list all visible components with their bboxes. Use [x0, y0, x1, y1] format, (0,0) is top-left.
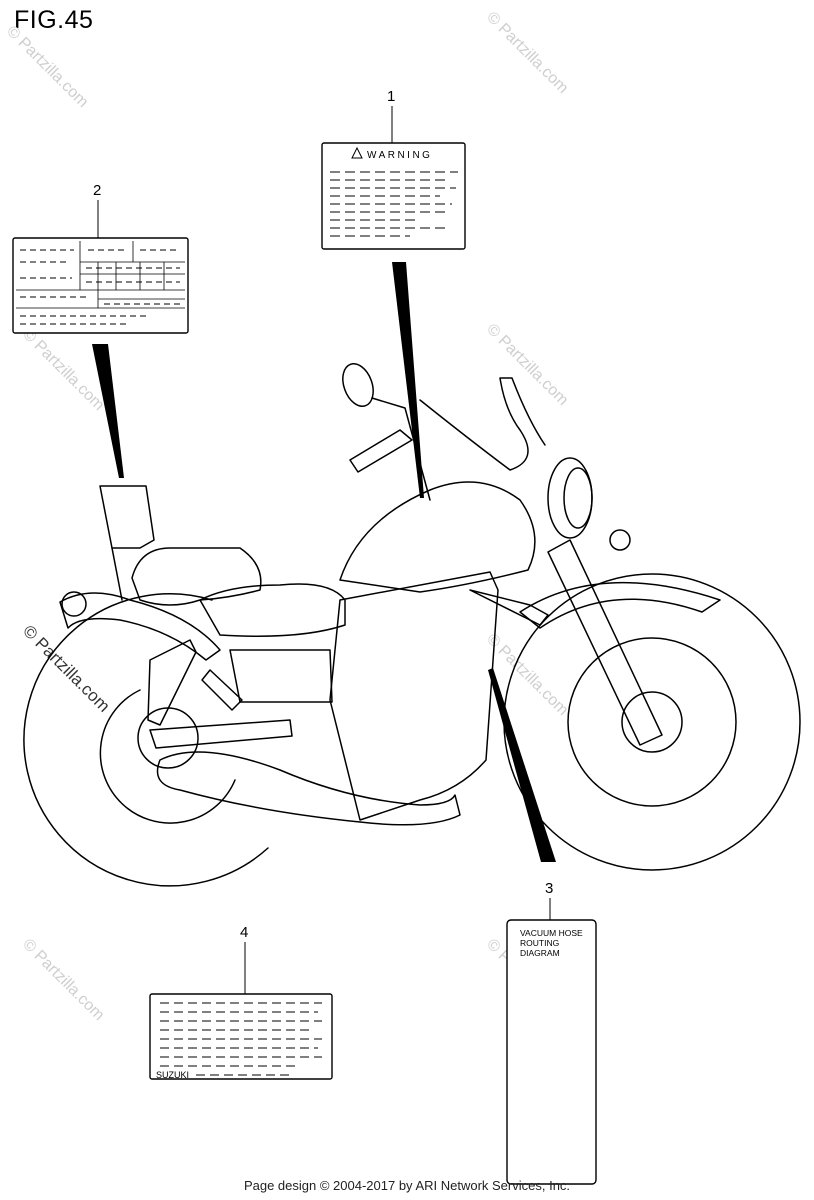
- watermark-group: © Partzilla.com © Partzilla.com © Partzi…: [3, 9, 571, 1024]
- vacuum-hose-label: VACUUM HOSE ROUTING DIAGRAM: [506, 919, 597, 1185]
- front-fork: [547, 539, 663, 746]
- pointer-label-2: [92, 344, 124, 478]
- suzuki-brand-text: SUZUKI: [156, 1070, 189, 1080]
- vacuum-hose-line-2: ROUTING: [520, 938, 559, 948]
- rear-rim: [99, 689, 236, 824]
- headlight: [547, 457, 593, 539]
- watermark: © Partzilla.com: [3, 23, 91, 111]
- rear-shock: [147, 639, 197, 726]
- watermark: © Partzilla.com: [19, 326, 107, 414]
- watermark: © Partzilla.com: [19, 936, 107, 1024]
- fuel-tank: [339, 481, 536, 593]
- rider-seat: [199, 583, 346, 637]
- swingarm: [149, 719, 293, 749]
- warning-text-lines: [330, 171, 458, 237]
- watermark: © Partzilla.com: [483, 631, 571, 719]
- footer-credit: Page design © 2004-2017 by ARI Network S…: [243, 1178, 571, 1193]
- side-cover: [201, 669, 243, 711]
- warning-label: WARNING: [321, 142, 466, 250]
- callout-number-3: 3: [545, 880, 553, 897]
- figure-title: FIG.45: [14, 6, 94, 34]
- watermark: © Partzilla.com: [483, 321, 571, 409]
- mirror: [342, 363, 374, 407]
- rear-tire: [23, 593, 269, 887]
- mirror-stem: [371, 397, 431, 501]
- watermark-dark: © Partzilla.com: [19, 621, 113, 715]
- headlight-lens: [563, 467, 593, 529]
- pointer-wedges: [92, 262, 556, 862]
- suzuki-label: SUZUKI: [149, 993, 333, 1080]
- turn-signal: [609, 529, 631, 551]
- rear-hub: [137, 707, 199, 769]
- exhaust-pipe: [156, 751, 461, 826]
- watermark: © Partzilla.com: [483, 9, 571, 97]
- tail-light: [61, 591, 87, 617]
- information-table-label: [12, 237, 189, 334]
- handlebar: [419, 377, 546, 471]
- callout-number-2: 2: [93, 182, 101, 199]
- front-fender: [519, 581, 721, 629]
- front-rim: [567, 637, 737, 807]
- front-frame-tube: [469, 589, 549, 626]
- pointer-label-3: [488, 668, 556, 862]
- handlebar-grip: [349, 429, 413, 473]
- pointer-label-1: [392, 262, 424, 498]
- backrest-bar: [111, 547, 123, 601]
- frame-panel: [229, 649, 333, 703]
- rear-fender: [59, 592, 221, 661]
- warning-heading: WARNING: [367, 150, 432, 161]
- leader-lines: [97, 106, 551, 994]
- callout-number-1: 1: [387, 88, 395, 105]
- vacuum-hose-line-3: DIAGRAM: [520, 948, 560, 958]
- backrest: [99, 485, 155, 549]
- engine-cover: [329, 571, 499, 821]
- motorcycle-outline: [23, 363, 801, 887]
- callout-number-4: 4: [240, 924, 248, 941]
- front-hub: [621, 691, 683, 753]
- vacuum-hose-line-1: VACUUM HOSE: [520, 928, 583, 938]
- passenger-seat: [131, 547, 262, 606]
- front-tire: [503, 573, 801, 871]
